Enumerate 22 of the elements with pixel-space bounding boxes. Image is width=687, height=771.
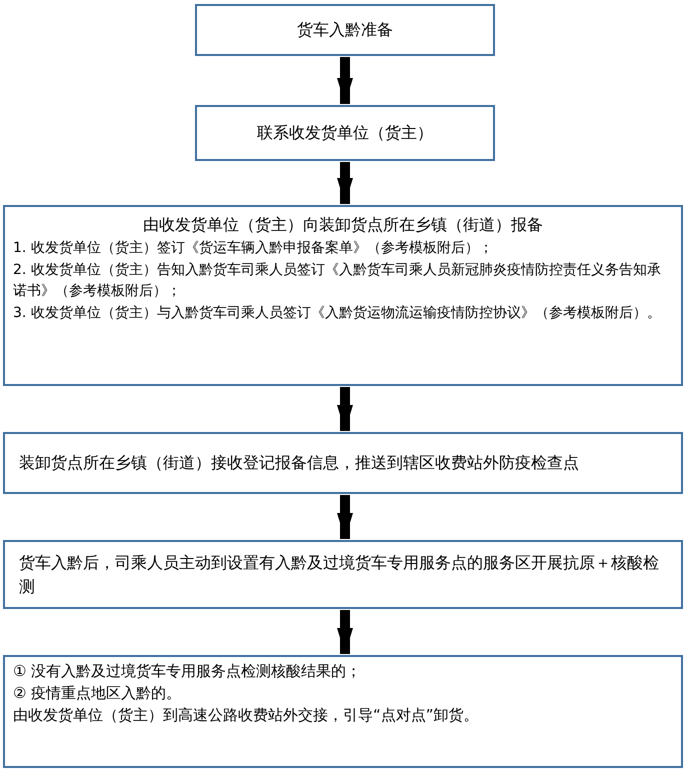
arrow [337, 57, 353, 104]
arrow [337, 610, 353, 654]
box-heading: 由收发货单位（货主）向装卸货点所在乡镇（街道）报备 [142, 214, 544, 236]
process-box [195, 4, 495, 56]
box-text: 1. 收发货单位（货主）签订《货运车辆入黔申报备案单》（参考模板附后）； [13, 239, 494, 258]
arrow [337, 162, 353, 204]
arrow [337, 495, 353, 539]
process-box [3, 540, 683, 609]
box-text: 3. 收发货单位（货主）与入黔货车司乘人员签订《入黔货运物流运输疫情防控协议》（参考模板附后）。 [13, 304, 662, 324]
process-box [3, 432, 683, 494]
box-text: 由收发货单位（货主）到高速公路收费站外交接，引导“点对点”卸货。 [13, 704, 480, 726]
box-text: 联系收发货单位（货主） [256, 122, 434, 144]
box-text: 货车入黔准备 [296, 19, 394, 42]
process-box [195, 105, 495, 161]
process-box [3, 205, 683, 386]
box-text: ① 没有入黔及过境货车专用服务点检测核酸结果的； [13, 661, 362, 682]
box-text: 2. 收发货单位（货主）告知入黔货车司乘人员签订《入黔货车司乘人员新冠肺炎疫情防控责任义务告知承诺书》（参考模板附后）； [13, 261, 662, 301]
box-text: 货车入黔后，司乘人员主动到设置有入黔及过境货车专用服务点的服务区开展抗原＋核酸检测 [19, 552, 660, 598]
box-text: 装卸货点所在乡镇（街道）接收登记报备信息，推送到辖区收费站外防疫检查点 [19, 452, 580, 474]
box-text: ② 疫情重点地区入黔的。 [13, 682, 182, 704]
arrow [337, 387, 353, 431]
process-box [3, 655, 683, 768]
